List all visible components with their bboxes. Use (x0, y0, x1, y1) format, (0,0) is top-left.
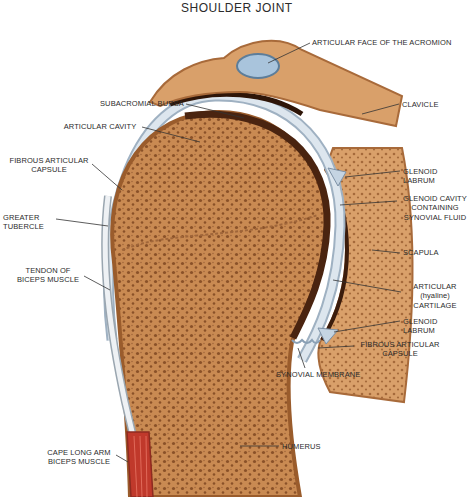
biceps-tendon-outline (105, 196, 134, 440)
part-label: HUMERUS (282, 442, 352, 451)
humerus-bone (112, 112, 326, 497)
part-label: GLENOID LABRUM (403, 317, 471, 336)
part-label: ARTICULAR (hyaline) CARTILAGE (404, 282, 466, 310)
glenoid-labrum (328, 168, 346, 186)
part-label: FIBROUS ARTICULAR CAPSULE (356, 340, 444, 359)
acromion-articular-face (237, 54, 279, 78)
acromion-clavicle (150, 41, 402, 126)
part-label: GLENOID CAVITY CONTAINING SYNOVIAL FLUID (400, 194, 470, 222)
epiphyseal-line (122, 215, 318, 250)
part-label: SYNOVIAL MEMBRANE (276, 370, 366, 379)
biceps-muscle (127, 432, 153, 497)
part-label: GREATER TUBERCLE (3, 213, 56, 232)
part-label: ARTICULAR FACE OF THE ACROMION (312, 38, 470, 47)
part-label: CLAVICLE (402, 100, 470, 109)
biceps-tendon (105, 196, 134, 440)
articular-cartilage (185, 114, 327, 338)
synovial-membrane (292, 340, 320, 343)
part-label: CAPE LONG ARM BICEPS MUSCLE (42, 448, 116, 467)
part-label: SUBACROMIAL BURSA (98, 99, 186, 108)
part-label: SCAPULA (403, 248, 463, 257)
part-label: GLENOID LABRUM (403, 167, 471, 186)
part-label: ARTICULAR CAVITY (58, 122, 142, 131)
muscle-striations (134, 436, 147, 497)
part-label: FIBROUS ARTICULAR CAPSULE (6, 156, 92, 175)
part-label: TENDON OF BICEPS MUSCLE (12, 266, 84, 285)
diagram-title: SHOULDER JOINT (181, 1, 293, 15)
leader-lines (56, 43, 401, 462)
glenoid-labrum (318, 328, 338, 344)
